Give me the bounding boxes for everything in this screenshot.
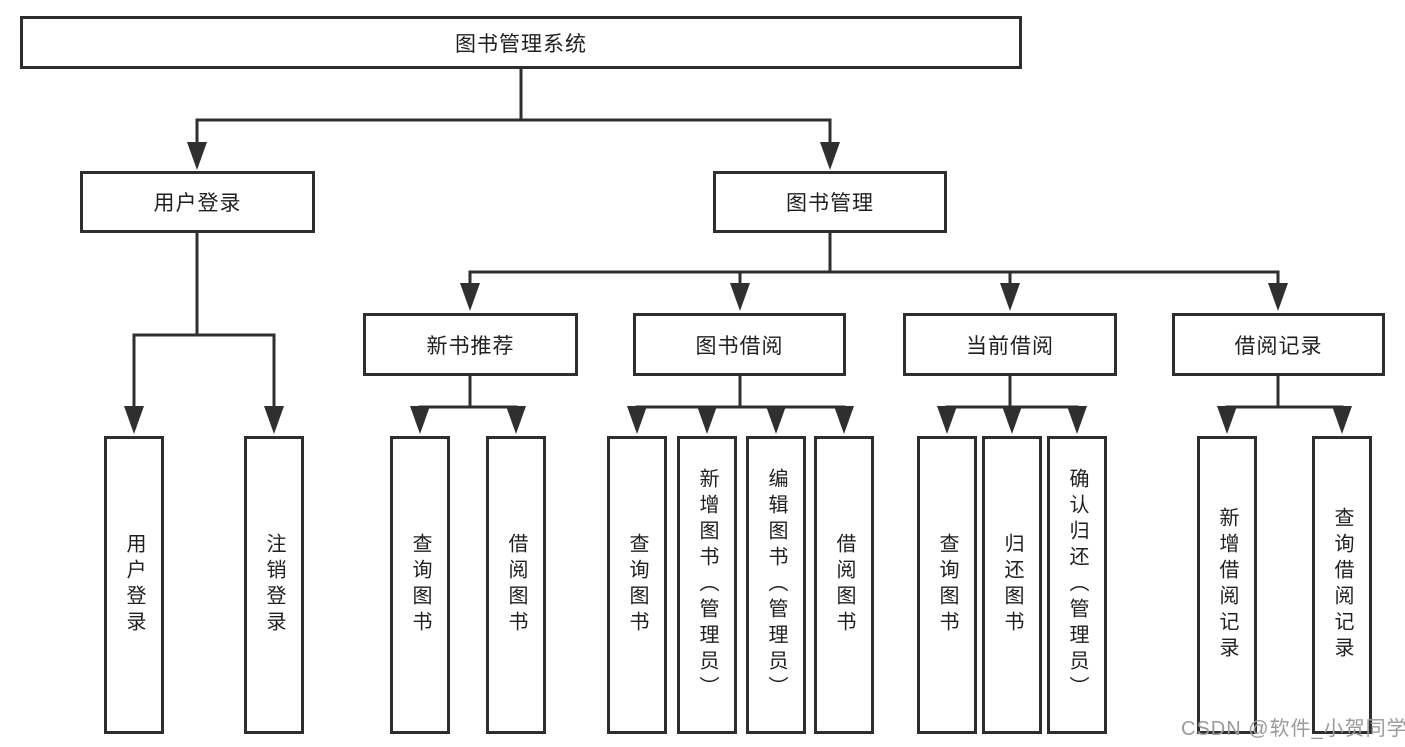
arrowheads <box>124 142 1352 434</box>
leaf-edit-book-admin-label: 编辑图书（管理员） <box>765 468 787 702</box>
leaf-edit-book-admin: 编辑图书（管理员） <box>746 436 806 734</box>
leaf-add-borrow-record-label: 新增借阅记录 <box>1216 507 1238 663</box>
leaf-query-books-recommend-label: 查询图书 <box>409 533 431 637</box>
leaf-query-books-current-label: 查询图书 <box>936 533 958 637</box>
leaf-return-book: 归还图书 <box>982 436 1042 734</box>
leaf-add-borrow-record: 新增借阅记录 <box>1197 436 1257 734</box>
node-current-borrowing: 当前借阅 <box>903 313 1117 376</box>
node-book-management-branch: 图书管理 <box>713 171 947 233</box>
node-current-borrowing-label: 当前借阅 <box>966 334 1054 358</box>
leaf-borrow-books-borrowing: 借阅图书 <box>814 436 874 734</box>
leaf-query-books-borrowing-label: 查询图书 <box>626 533 648 637</box>
node-root: 图书管理系统 <box>20 16 1022 69</box>
leaf-confirm-return-admin: 确认归还（管理员） <box>1047 436 1107 734</box>
leaf-logout: 注销登录 <box>244 436 304 734</box>
node-root-label: 图书管理系统 <box>455 32 587 56</box>
node-book-borrowing-label: 图书借阅 <box>695 334 784 358</box>
node-borrowing-records-label: 借阅记录 <box>1234 334 1323 358</box>
node-new-book-recommendation-label: 新书推荐 <box>426 334 515 358</box>
leaf-return-book-label: 归还图书 <box>1001 533 1023 637</box>
leaf-query-books-current: 查询图书 <box>917 436 977 734</box>
node-book-management-branch-label: 图书管理 <box>786 192 874 215</box>
leaf-query-books-borrowing: 查询图书 <box>607 436 667 734</box>
leaf-confirm-return-admin-label: 确认归还（管理员） <box>1066 468 1088 702</box>
csdn-watermark: CSDN @软件_小贺同学 <box>1181 718 1405 740</box>
leaf-user-login: 用户登录 <box>104 436 164 734</box>
leaf-logout-label: 注销登录 <box>263 533 285 637</box>
leaf-add-book-admin: 新增图书（管理员） <box>677 436 737 734</box>
node-user-login-branch: 用户登录 <box>80 171 315 233</box>
node-book-borrowing: 图书借阅 <box>633 313 846 376</box>
node-new-book-recommendation: 新书推荐 <box>363 313 578 376</box>
node-user-login-branch-label: 用户登录 <box>153 192 242 215</box>
leaf-borrow-books-borrowing-label: 借阅图书 <box>833 533 855 637</box>
leaf-add-book-admin-label: 新增图书（管理员） <box>696 468 718 702</box>
leaf-query-borrow-record: 查询借阅记录 <box>1312 436 1372 734</box>
leaf-query-borrow-record-label: 查询借阅记录 <box>1331 507 1353 663</box>
leaf-query-books-recommend: 查询图书 <box>390 436 450 734</box>
leaf-borrow-books-recommend: 借阅图书 <box>486 436 546 734</box>
leaf-borrow-books-recommend-label: 借阅图书 <box>505 533 527 637</box>
leaf-user-login-label: 用户登录 <box>123 533 145 637</box>
node-borrowing-records: 借阅记录 <box>1172 313 1385 376</box>
